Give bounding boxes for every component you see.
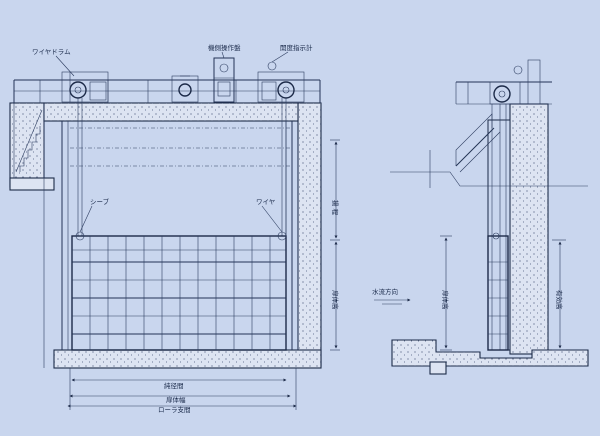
water-flow-label: 水流方向	[372, 287, 398, 296]
effective-height-label: 有効高	[555, 290, 564, 310]
side-section: 水流方向 扉体高 有効高	[372, 59, 589, 375]
wire-label: ワイヤ	[256, 198, 275, 206]
front-horizontal-dims: 純径間 扉体幅 ローラ支間	[67, 368, 297, 414]
side-panel-label: 機側操作盤	[208, 43, 241, 52]
clear-span-label: 純径間	[164, 381, 184, 390]
lift-label: 揚 程	[331, 200, 340, 216]
roller-span-label: ローラ支間	[158, 405, 191, 414]
side-gate-height-label: 扉体高	[441, 290, 450, 310]
right-hoist	[257, 61, 305, 103]
opening-indicator-label: 開度指示計	[280, 43, 313, 52]
wire-drum-label: ワイヤドラム	[32, 48, 71, 56]
front-vertical-dims: 揚 程 扉体高	[330, 139, 340, 351]
gate-width-label: 扉体幅	[166, 395, 186, 404]
gate-height-label: 扉体高	[331, 290, 340, 310]
side-machine	[455, 59, 552, 120]
middle-hoist	[171, 75, 199, 103]
sheave-label: シーブ	[90, 197, 110, 206]
side-gate-leaf	[487, 232, 509, 351]
top-handrail	[13, 79, 321, 103]
gate-leaf	[71, 231, 287, 351]
front-stairs	[13, 103, 45, 178]
front-elevation: ワイヤドラム 機側操作盤 開度指示計 シーブ ワイヤ 揚 程 扉体高 純径間	[9, 43, 340, 414]
left-hoist	[61, 71, 109, 103]
raised-gate-outline	[70, 127, 290, 167]
side-dims: 扉体高 有効高	[440, 235, 566, 351]
